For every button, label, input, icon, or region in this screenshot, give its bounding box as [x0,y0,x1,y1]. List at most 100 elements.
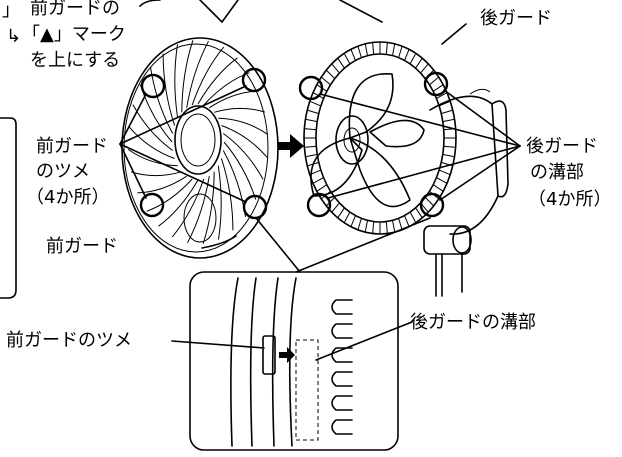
rear-guard-slat [442,153,455,158]
front-guard-spiral-wire [128,126,175,159]
rear-guard-slat [312,177,324,184]
front-guard-spiral-wire [202,171,215,244]
arrow-right-icon [278,134,304,158]
rear-guard-slat [372,221,375,234]
rear-guard-slat [404,49,410,61]
rear-guard-slat [420,63,429,74]
rear-guard-slat [331,202,340,213]
rear-guard-slat [337,57,345,69]
rear-guard-slat [305,153,318,158]
front-guard-spiral-wire [146,178,193,212]
rear-guard-slat [350,49,356,61]
rear-guard-slat [307,109,319,115]
rear-guard-slat [350,215,356,227]
front-tabs-label-line1: 前ガード [36,136,108,157]
front-tab-markers [139,67,268,220]
rear-grooves-label-line3: （4か所） [528,189,611,210]
rear-guard-groove-slot [331,419,353,435]
side-note-box [0,117,17,299]
front-guard-spiral-wire [162,53,176,126]
rear-guard-slat [392,220,396,233]
front-guard-label: 前ガード [46,236,118,257]
rear-guard-groove-slot [331,323,353,339]
rear-guard-label: 後ガード [480,8,552,29]
front-guard-spiral-wire [214,107,266,113]
rear-guard-slat [309,100,322,107]
front-guard-spiral-wire [222,150,246,217]
rear-guard-slat [398,218,403,231]
front-guard-spiral-wire [174,44,179,119]
rear-guard-slat [438,169,451,176]
rear-guard-slat [429,76,440,86]
rear-guard-groove-slot [331,395,353,411]
detail-inset [171,217,431,451]
rear-guard-slat [385,42,388,55]
rear-groove-markers [298,71,449,218]
front-guard-spiral-wire [171,178,205,238]
callout-pointer-right [339,0,383,23]
rear-guard-groove-slot [331,299,353,315]
rear-guard-groove-slot [331,371,353,387]
mark-note-line3: を上にする [30,50,120,71]
rear-guard-slat [404,215,410,227]
top-left-text-fragment: 」 [2,0,20,21]
rear-guard-slat [304,145,317,148]
front-guard-spiral-wire [158,179,199,227]
inset-front-tab-label: 前ガードのツメ [6,330,132,351]
rear-guard-slat [392,43,396,56]
front-guard-spiral-wire [130,171,182,177]
front-tabs-label-line3: （4か所） [26,187,109,208]
rear-guard-slat [320,76,331,86]
rear-guard-slat [443,145,456,148]
rear-guard-slat [337,207,345,219]
rear-guard-slat [438,100,451,107]
front-tabs-label-line2: のツメ [36,161,90,182]
front-guard-spiral-wire [217,165,222,240]
mark-note-leader [139,0,161,7]
front-guard-spiral-wire [218,117,269,135]
front-guard-spiral-wire [150,67,174,134]
rear-guard-slat [398,45,403,58]
rear-guard-slat [357,218,362,231]
front-guard-spiral-wire [223,133,264,180]
rear-guard-slat [409,211,417,223]
arrow-right-icon [279,347,295,363]
front-guard-spiral-wire [186,40,209,108]
rear-guard-slat [432,84,444,92]
rear-guard-slat [415,57,423,69]
rear-guard-slat [325,69,336,79]
front-guard-spiral-wire [137,175,187,194]
rear-guard-slat [343,53,351,65]
rear-guard-slat [409,53,417,65]
front-guard-spiral-wire [181,40,194,113]
rear-guard-groove-slot [331,347,353,363]
leader-lines [119,23,521,249]
inset-rear-groove-label: 後ガードの溝部 [410,312,536,333]
rear-guard-slat [436,92,448,99]
front-guard-spiral-wire [197,57,238,105]
rear-guard-slat [316,184,328,192]
mark-note-line1: 前ガードの [30,0,120,19]
rear-guard-slat [343,211,351,223]
rear-guard-slat [372,42,375,55]
rear-guard-slat [357,45,362,58]
rear-guard-slat [364,43,368,56]
rear-guard-slat [436,177,448,184]
front-guard-spiral-wire [191,46,225,106]
front-guard-spiral-wire [223,141,257,200]
callout-pointer-left [199,0,239,23]
rear-guard-slat [331,63,340,74]
top-left-arrow-fragment: ↳ [6,26,21,47]
rear-guard-slat [441,109,453,115]
rear-guard-slat [432,184,444,192]
front-guard-spiral-wire [132,104,173,151]
rear-guard-slat [364,220,368,233]
rear-guard-slat [304,128,317,131]
rear-guard-slat [424,197,435,207]
front-guard-spiral-wire [127,149,178,167]
rear-guard-illustration [303,41,509,297]
rear-grooves-label-line2: の溝部 [530,162,584,183]
mark-note-line2: 「▲」マーク [22,24,126,45]
rear-grooves-label-line1: 後ガード [526,136,598,157]
